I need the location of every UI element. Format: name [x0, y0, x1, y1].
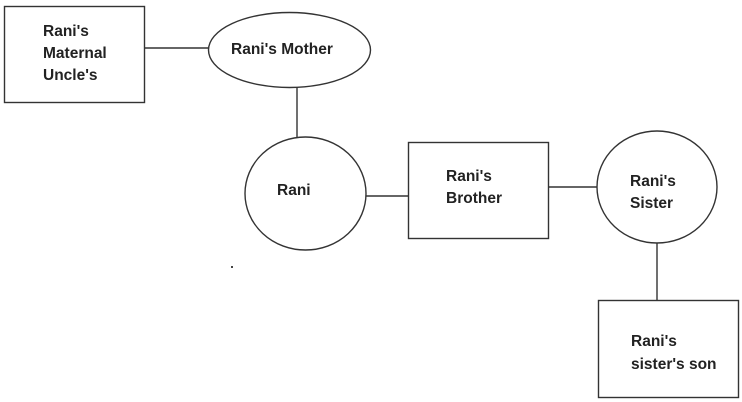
stray-dot	[231, 266, 233, 268]
sister-label-line-1: Rani's	[630, 173, 676, 190]
mother-ellipse	[207, 11, 372, 89]
sister-label-line-2: Sister	[630, 195, 673, 212]
rani-circle	[244, 136, 367, 251]
rani-label: Rani	[277, 182, 311, 199]
uncle-label-line-2: Maternal	[43, 45, 107, 62]
sister-circle	[596, 130, 718, 244]
mother-label: Rani's Mother	[231, 41, 333, 58]
node-brother: Rani's Brother	[407, 141, 550, 240]
node-sister: Rani's Sister	[596, 130, 718, 244]
node-mother: Rani's Mother	[207, 11, 372, 89]
uncle-label-line-1: Rani's	[43, 23, 89, 40]
node-rani: Rani	[244, 136, 367, 251]
node-sisters-son: Rani's sister's son	[597, 299, 740, 399]
brother-label-line-1: Rani's	[446, 168, 492, 185]
son-label-line-1: Rani's	[631, 333, 677, 350]
son-label-line-2: sister's son	[631, 356, 717, 373]
uncle-box	[3, 5, 146, 104]
node-maternal-uncle: Rani's Maternal Uncle's	[3, 5, 146, 104]
uncle-label-line-3: Uncle's	[43, 67, 98, 84]
brother-label-line-2: Brother	[446, 190, 502, 207]
brother-box	[407, 141, 550, 240]
son-box	[597, 299, 740, 399]
